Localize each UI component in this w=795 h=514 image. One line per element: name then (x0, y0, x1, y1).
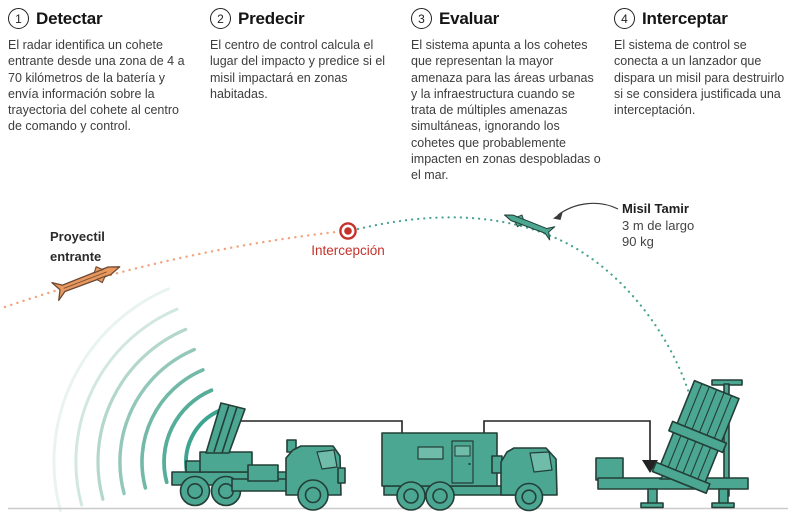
step-number-badge: 3 (411, 8, 432, 29)
incoming-trajectory-dotted-line (3, 230, 338, 309)
step-detectar: 1 Detectar El radar identifica un cohete… (8, 8, 194, 135)
launcher-missile-box (651, 379, 740, 495)
step-number-badge: 4 (614, 8, 635, 29)
interceptor-trajectory-dotted-line (356, 216, 691, 395)
radar-waves (52, 287, 231, 513)
interception-label: Intercepción (311, 243, 385, 258)
radar-panel (205, 402, 246, 454)
tamir-missile-icon (503, 214, 556, 241)
step-description: El radar identifica un cohete entrante d… (8, 38, 185, 134)
tamir-weight-label: 90 kg (622, 234, 654, 250)
interception-marker-icon (339, 222, 357, 240)
step-description: El centro de control calcula el lugar de… (210, 38, 386, 101)
step-interceptar: 4 Interceptar El sistema de control se c… (614, 8, 788, 118)
tamir-missile-callout: Misil Tamir 3 m de largo 90 kg (622, 201, 694, 251)
step-predecir-header: 2 Predecir (210, 8, 396, 29)
tamir-name-label: Misil Tamir (622, 201, 689, 216)
tamir-length-label: 3 m de largo (622, 217, 695, 233)
command-center-truck (381, 432, 558, 512)
step-description: El sistema de control se conecta a un la… (614, 38, 785, 117)
incoming-projectile-label: Proyectil entrante (50, 227, 105, 266)
truck-window (417, 446, 444, 460)
step-description: El sistema apunta a los cohetes que repr… (411, 38, 601, 182)
connector-radar-to-command (229, 420, 403, 446)
step-title: Detectar (36, 8, 103, 28)
tamir-annotation-arrow-icon (553, 202, 619, 220)
step-interceptar-header: 4 Interceptar (614, 8, 788, 29)
step-detectar-header: 1 Detectar (8, 8, 194, 29)
tow-truck-cab (231, 439, 346, 511)
incoming-projectile-label-line1: Proyectil (50, 229, 105, 244)
step-title: Predecir (238, 8, 305, 28)
step-title: Interceptar (642, 8, 728, 28)
connector-command-to-launcher (483, 420, 651, 460)
incoming-rocket-icon (51, 266, 121, 302)
step-evaluar-header: 3 Evaluar (411, 8, 601, 29)
step-number-badge: 1 (8, 8, 29, 29)
incoming-projectile-label-line2: entrante (50, 248, 102, 264)
step-title: Evaluar (439, 8, 500, 28)
arrow-down-icon (642, 460, 658, 473)
step-number-badge: 2 (210, 8, 231, 29)
step-predecir: 2 Predecir El centro de control calcula … (210, 8, 396, 102)
launcher-trailer (595, 379, 749, 509)
step-evaluar: 3 Evaluar El sistema apunta a los cohete… (411, 8, 601, 183)
